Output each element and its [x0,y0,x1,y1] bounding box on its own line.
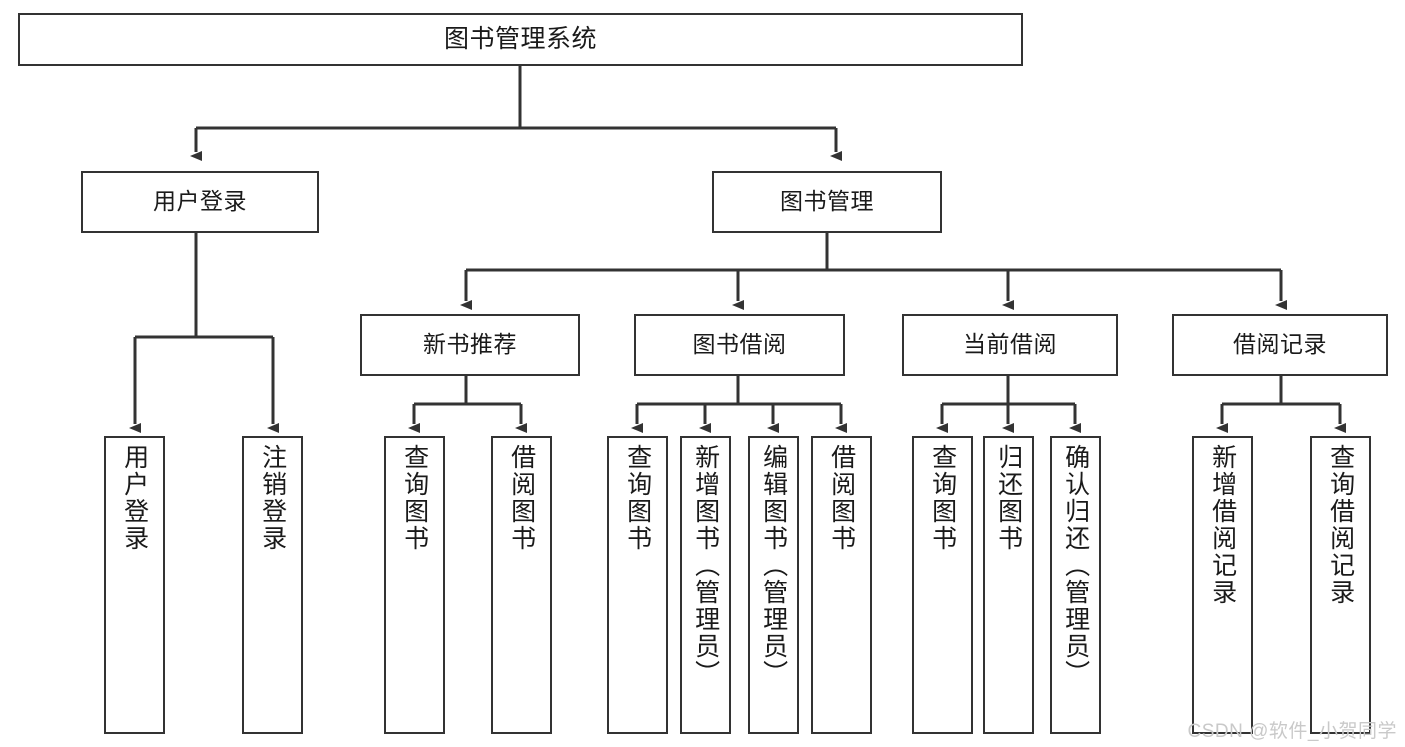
leaf-add-book[interactable]: 新增图书（管理员） [680,436,731,734]
leaf-query-borrow-record[interactable]: 查询借阅记录 [1310,436,1371,734]
leaf-confirm-return[interactable]: 确认归还（管理员） [1050,436,1101,734]
node-label: 查询图书 [623,444,652,552]
leaf-query-book-current[interactable]: 查询图书 [912,436,973,734]
node-label: 查询借阅记录 [1326,444,1355,606]
node-label: 借阅图书 [827,444,856,552]
node-label: 确认归还（管理员） [1061,444,1090,687]
watermark-text: CSDN @软件_小贺同学 [1187,721,1397,742]
leaf-edit-book[interactable]: 编辑图书（管理员） [748,436,799,734]
node-label: 查询图书 [400,444,429,552]
node-label: 当前借阅 [963,331,1057,358]
leaf-user-login[interactable]: 用户登录 [104,436,165,734]
node-borrow-record[interactable]: 借阅记录 [1172,314,1388,376]
node-book-borrow[interactable]: 图书借阅 [634,314,845,376]
leaf-return-book[interactable]: 归还图书 [983,436,1034,734]
node-label: 归还图书 [994,444,1023,552]
node-label: 图书借阅 [692,331,787,358]
leaf-query-book-recommend[interactable]: 查询图书 [384,436,445,734]
node-label: 用户登录 [153,188,247,215]
leaf-add-borrow-record[interactable]: 新增借阅记录 [1192,436,1253,734]
node-label: 借阅记录 [1233,331,1327,358]
node-label: 新书推荐 [423,331,517,358]
node-book-management[interactable]: 图书管理 [712,171,942,233]
node-user-login[interactable]: 用户登录 [81,171,319,233]
node-label: 图书管理 [780,188,874,215]
node-label: 新增借阅记录 [1208,444,1237,606]
node-label: 新增图书（管理员） [691,444,720,687]
leaf-borrow-book-borrow[interactable]: 借阅图书 [811,436,872,734]
node-new-book-recommend[interactable]: 新书推荐 [360,314,580,376]
node-label: 编辑图书（管理员） [759,444,788,687]
node-label: 注销登录 [258,444,287,552]
node-current-borrow[interactable]: 当前借阅 [902,314,1118,376]
node-label: 查询图书 [928,444,957,552]
leaf-borrow-book-recommend[interactable]: 借阅图书 [491,436,552,734]
leaf-query-book-borrow[interactable]: 查询图书 [607,436,668,734]
node-label: 用户登录 [120,444,149,552]
leaf-logout-login[interactable]: 注销登录 [242,436,303,734]
node-label: 借阅图书 [507,444,536,552]
node-label: 图书管理系统 [443,24,597,53]
node-root-system[interactable]: 图书管理系统 [18,13,1023,66]
